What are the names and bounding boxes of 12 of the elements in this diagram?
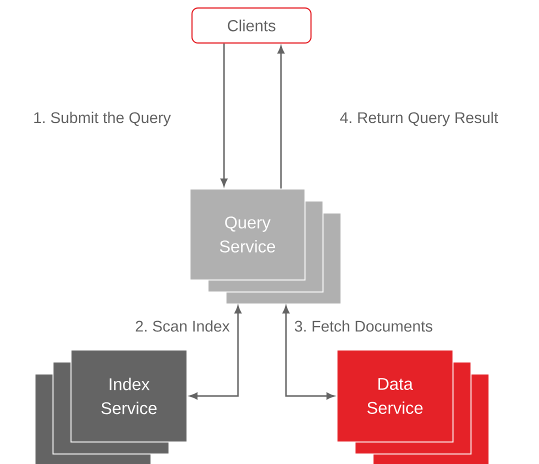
stacked-service-box: Data Service <box>336 350 490 464</box>
client-box: Clients <box>191 7 312 44</box>
arrow <box>220 44 228 186</box>
stacked-service-box: Query Service <box>190 188 342 304</box>
edge-label: 4. Return Query Result <box>338 110 500 128</box>
edge-label: 2. Scan Index <box>134 319 231 333</box>
edge-label: 1. Submit the Query <box>32 110 172 128</box>
edge-label: 3. Fetch Documents <box>293 319 434 333</box>
stacked-service-box: Index Service <box>34 350 188 464</box>
arrow <box>282 306 334 400</box>
arrow <box>278 46 284 188</box>
arrow <box>190 306 242 400</box>
